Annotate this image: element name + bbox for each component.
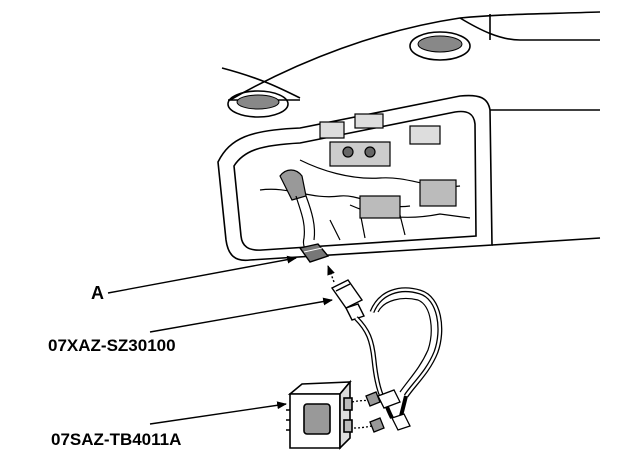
leader-lines — [107, 255, 333, 425]
callout-label-unit: 07SAZ-TB4011A — [51, 430, 182, 449]
branch-connectors — [351, 389, 411, 433]
console-internals — [259, 113, 471, 257]
harness-plug — [330, 279, 365, 321]
dome-light-right — [409, 31, 471, 61]
console-opening — [217, 94, 601, 262]
leader-unit — [149, 401, 287, 425]
dome-light-left — [227, 90, 289, 118]
leader-harness — [149, 297, 333, 333]
connector-a — [298, 243, 330, 263]
mating-arrow — [327, 265, 335, 283]
leader-a — [107, 255, 297, 294]
callout-label-a: A — [91, 283, 104, 303]
callout-label-harness: 07XAZ-SZ30100 — [48, 336, 176, 355]
control-unit — [286, 379, 353, 450]
vehicle-roof — [221, 11, 601, 101]
